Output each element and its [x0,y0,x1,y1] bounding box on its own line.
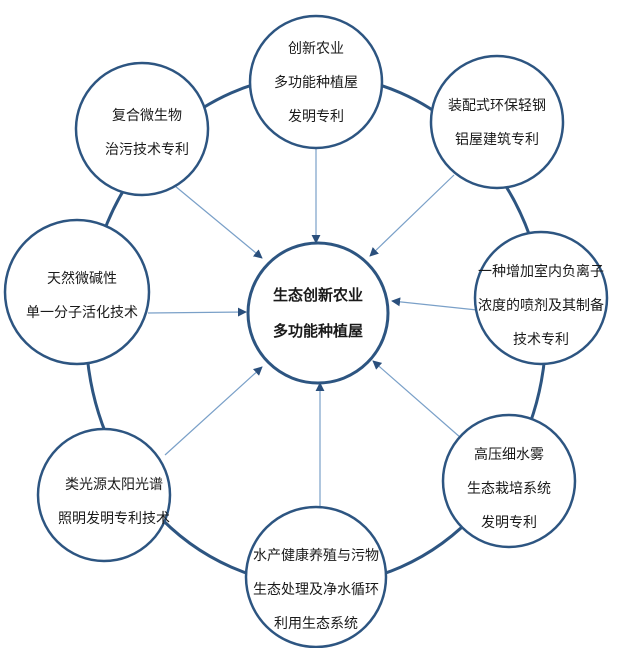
center-label-line-2: 多功能种植屋 [272,322,363,340]
arrow-bottom-right [372,360,462,439]
node-circle-bottom [244,505,388,648]
node-label-bottom: 水产健康养殖与污物 生态处理及净水循环 利用生态系统 [241,539,391,641]
node-bottom-left-line-2: 照明发明专利技术 [58,511,170,527]
node-bottom-right-line-2: 生态栽培系统 [467,481,551,497]
node-top-left-line-2: 治污技术专利 [105,142,189,158]
node-label-top-left: 复合微生物 治污技术专利 [87,99,207,167]
node-circle-top-right [429,54,565,190]
node-label-top-right: 装配式环保轻钢 铝屋建筑专利 [432,89,562,157]
arrow-bottom-left [164,366,263,456]
node-label-right: 一种增加室内负离子 浓度的喷剂及其制备 技术专利 [471,255,611,357]
center-label-line-1: 生态创新农业 [272,286,363,304]
node-circle-right [473,230,609,366]
node-bottom-line-1: 水产健康养殖与污物 [253,548,379,564]
arrow-top-left [174,185,263,259]
node-left-line-1: 天然微碱性 [47,271,117,287]
node-bottom-line-2: 生态处理及净水循环 [253,582,379,598]
node-right-line-2: 浓度的喷剂及其制备 [478,298,604,314]
node-top-line-3: 发明专利 [288,109,344,125]
node-bottom-left-line-1: 类光源太阳光谱 [65,477,163,493]
node-right-line-3: 技术专利 [513,332,569,348]
arrow-group [147,146,478,508]
node-label-bottom-left: 类光源太阳光谱 照明发明专利技术 [44,468,184,536]
node-bottom-right-line-3: 发明专利 [481,515,537,531]
node-bottom-line-3: 利用生态系统 [274,616,358,632]
node-top-left-line-1: 复合微生物 [112,108,182,124]
node-label-left: 天然微碱性 单一分子活化技术 [12,262,152,330]
node-bottom-right-line-1: 高压细水雾 [474,447,544,463]
arrow-left [147,307,247,317]
node-label-top: 创新农业 多功能种植屋 发明专利 [256,32,376,134]
node-top-right-line-1: 装配式环保轻钢 [448,98,546,114]
node-left-line-2: 单一分子活化技术 [26,305,138,321]
node-circle-bottom-right [441,413,577,549]
node-circle-top [248,14,384,150]
node-top-line-2: 多功能种植屋 [274,75,358,91]
center-label: 生态创新农业 多功能种植屋 [248,277,388,349]
node-right-line-1: 一种增加室内负离子 [478,264,604,280]
node-circle-top-left [74,61,210,197]
node-circle-bottom-left [36,427,172,563]
node-label-bottom-right: 高压细水雾 生态栽培系统 发明专利 [449,438,569,540]
node-top-right-line-2: 铝屋建筑专利 [455,132,539,148]
arrow-top-right [369,174,455,257]
node-top-line-1: 创新农业 [288,41,344,57]
arrow-right [391,297,478,311]
center-circle [246,241,390,385]
node-circle-left [3,218,151,366]
